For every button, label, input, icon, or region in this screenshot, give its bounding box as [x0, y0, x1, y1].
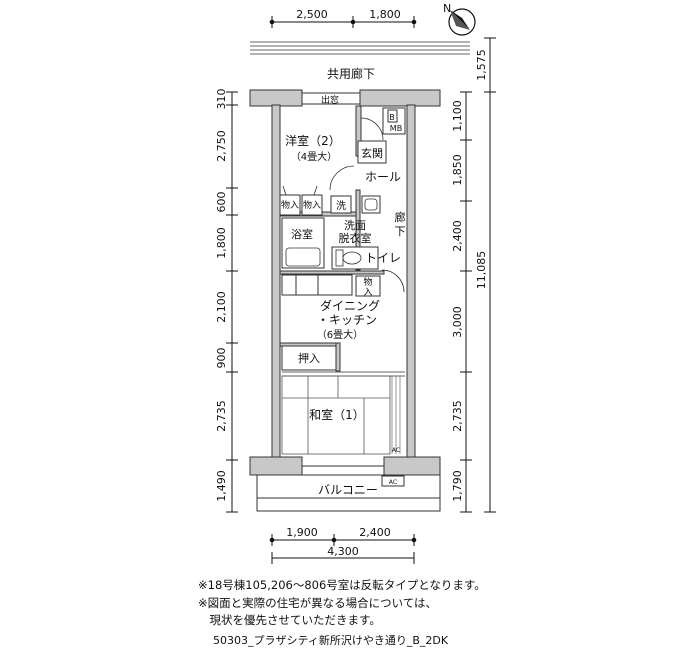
tatami-grid [281, 375, 391, 455]
western-door-swing [329, 165, 355, 191]
dk-label-3: （6畳大） [317, 328, 363, 341]
ac-label-1: AC [392, 447, 400, 454]
toilet-bowl [342, 251, 362, 265]
compass-north: N [443, 2, 451, 15]
bathtub [285, 247, 321, 267]
left-dim-7: 2,735 [215, 400, 228, 432]
bottom-dim-1: 1,900 [286, 526, 318, 539]
balcony [256, 465, 441, 512]
right-dim-3: 2,400 [451, 220, 464, 252]
compass-icon [448, 8, 476, 36]
kitchen-counter [281, 274, 353, 296]
bath-label: 浴室 [291, 227, 313, 241]
ac-label-2: AC [389, 479, 397, 486]
left-dimension [226, 91, 238, 513]
right-dim-2: 1,850 [451, 154, 464, 186]
right-dim-5: 2,735 [451, 400, 464, 432]
left-dim-3: 600 [215, 192, 228, 213]
storage-3 [355, 275, 381, 297]
right-dim-1: 1,100 [451, 100, 464, 132]
left-dim-4: 1,800 [215, 227, 228, 259]
note-line-3: 現状を優先させていただきます。 [198, 613, 381, 627]
b-label: B [389, 113, 395, 122]
bottom-dim-2: 2,400 [359, 526, 391, 539]
right-dimension [460, 37, 496, 513]
closet-label: 押入 [298, 351, 320, 365]
note-line-1: ※18号棟105,206～806号室は反転タイプとなります。 [198, 578, 486, 592]
floor-plan: 2,500 1,800 N 共用廊下 310 2,750 600 1,800 2… [215, 2, 496, 564]
dk-label-1: ダイニング [320, 298, 380, 313]
dressing-label-2: 脱衣室 [339, 231, 372, 245]
left-dim-8: 1,490 [215, 470, 228, 502]
exit-window-label: 出窓 [321, 94, 339, 106]
japanese-room-label: 和室（1） [309, 407, 365, 422]
closet [281, 345, 337, 371]
top-dimension [269, 16, 417, 28]
dressing-label-1: 洗面 [344, 219, 366, 232]
toilet-label: トイレ [365, 251, 401, 265]
right-dim-outer-2: 11,085 [475, 251, 488, 290]
bottom-dim-total: 4,300 [327, 545, 359, 558]
right-dim-outer-1: 1,575 [475, 49, 488, 81]
bottom-dimension [269, 534, 417, 564]
storage-closets [279, 194, 323, 216]
balcony-label: バルコニー [318, 483, 378, 497]
storage-label-1: 物入 [281, 199, 299, 211]
western-room-size: （4畳大） [291, 150, 337, 163]
washing-machine-box [330, 195, 352, 214]
corridor-label: 共用廊下 [327, 66, 375, 81]
footer-caption: 50303_プラザシティ新所沢けやき通り_B_2DK [213, 634, 449, 647]
note-line-2: ※図面と実際の住宅が異なる場合については、 [198, 596, 438, 610]
top-dim-2: 1,800 [369, 8, 401, 21]
exit-window [301, 92, 361, 105]
hallway-label-2: 下 [395, 225, 406, 238]
left-dim-1: 310 [215, 89, 228, 110]
dk-label-2: ・キッチン [317, 313, 377, 327]
storage-label-3b: 入 [363, 287, 372, 298]
top-dim-1: 2,500 [296, 8, 328, 21]
entrance-door-swing [360, 117, 384, 141]
wash-label: 洗 [336, 200, 346, 212]
external-lines [250, 41, 470, 55]
toilet-tank [335, 249, 344, 267]
left-dim-5: 2,100 [215, 291, 228, 323]
hallway-label-1: 廊 [395, 210, 406, 224]
entrance-box [357, 140, 387, 164]
entrance-label: 玄関 [361, 146, 383, 160]
hall-label: ホール [365, 170, 401, 184]
storage-label-2: 物入 [303, 199, 321, 211]
storage-label-3a: 物 [363, 276, 372, 288]
right-dim-6: 1,790 [451, 470, 464, 502]
western-room-label: 洋室（2） [285, 133, 341, 148]
left-dim-6: 900 [215, 348, 228, 369]
mb-label: MB [390, 124, 402, 133]
left-dim-2: 2,750 [215, 130, 228, 162]
right-dim-4: 3,000 [451, 306, 464, 338]
